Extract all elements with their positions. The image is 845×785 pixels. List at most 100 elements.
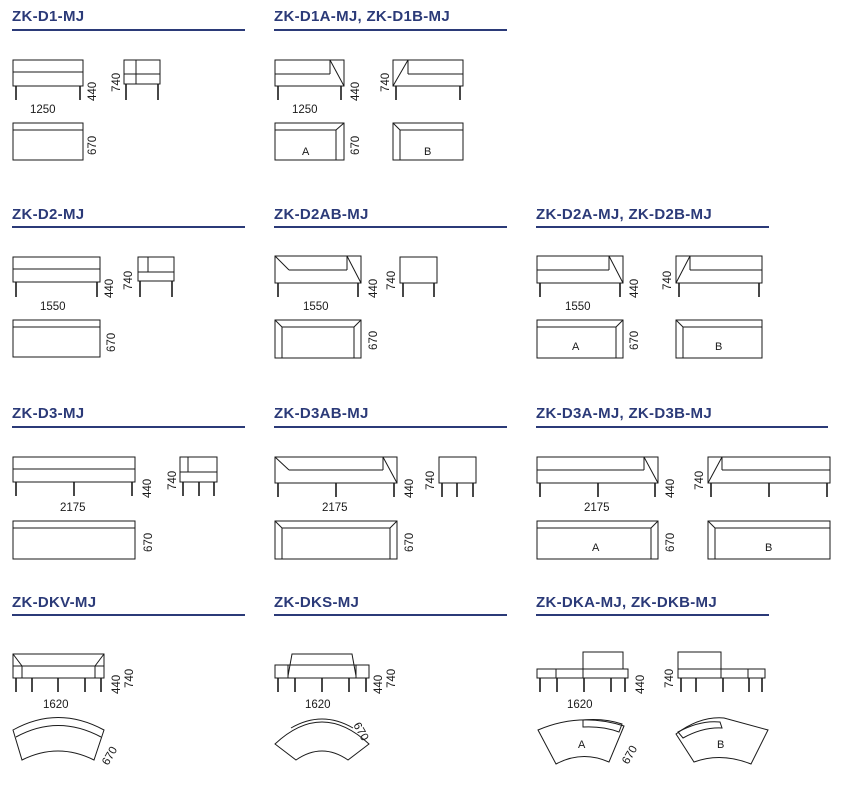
label-a: A bbox=[592, 542, 600, 554]
arm-line bbox=[274, 456, 290, 471]
bench-side-view bbox=[123, 59, 161, 85]
title-zk-dka-dkb: ZK-DKA-MJ, ZK-DKB-MJ bbox=[536, 594, 717, 611]
dim-width: 1250 bbox=[30, 104, 56, 116]
title-zk-dkv: ZK-DKV-MJ bbox=[12, 594, 97, 611]
bench-front-view bbox=[274, 255, 362, 284]
dim-back-height: 740 bbox=[124, 669, 136, 688]
dim-height: 440 bbox=[368, 279, 380, 298]
bench-a-top-view bbox=[536, 520, 659, 560]
title-zk-d2a-d2b: ZK-D2A-MJ, ZK-D2B-MJ bbox=[536, 206, 712, 223]
dim-depth: 670 bbox=[665, 533, 677, 552]
dim-width: 1620 bbox=[305, 699, 331, 711]
backrest bbox=[582, 651, 624, 670]
bench-side-view bbox=[438, 456, 477, 484]
bench-top-view bbox=[274, 319, 362, 359]
dim-height: 440 bbox=[350, 82, 362, 101]
title-rule bbox=[274, 614, 507, 616]
arm-line bbox=[382, 456, 398, 484]
drawing-zk-d3ab: 2175 440 740 670 bbox=[274, 456, 477, 560]
drawing-zk-d2ab: 1550 440 740 670 bbox=[274, 255, 438, 359]
dim-depth: 670 bbox=[404, 533, 416, 552]
drawing-zk-d2: 1550 440 740 670 bbox=[12, 256, 175, 358]
dim-width: 1550 bbox=[40, 301, 66, 313]
dim-back-height: 740 bbox=[694, 471, 706, 490]
corner-line bbox=[675, 319, 684, 328]
dim-back-height: 740 bbox=[380, 73, 392, 92]
dim-height: 440 bbox=[373, 675, 385, 694]
dim-back-height: 740 bbox=[386, 669, 398, 688]
bench-top-view bbox=[12, 122, 84, 161]
backrest bbox=[677, 651, 722, 670]
dim-width: 2175 bbox=[60, 502, 86, 514]
back-line bbox=[399, 129, 463, 160]
arm-line bbox=[643, 456, 659, 484]
bench-side-view bbox=[179, 456, 218, 483]
title-rule bbox=[12, 29, 245, 31]
dim-back-height: 740 bbox=[664, 669, 676, 688]
dim-height: 440 bbox=[404, 479, 416, 498]
dim-back-height: 740 bbox=[123, 271, 135, 290]
arm-line bbox=[608, 255, 624, 284]
bench-a-top-view bbox=[536, 319, 624, 359]
arm-line bbox=[329, 59, 345, 87]
corner-line bbox=[274, 319, 283, 328]
label-b: B bbox=[717, 739, 724, 751]
bench-top-view bbox=[12, 319, 101, 358]
dim-back-height: 740 bbox=[111, 73, 123, 92]
label-b: B bbox=[715, 341, 722, 353]
bench-top-view bbox=[12, 520, 136, 560]
title-zk-d3a-d3b: ZK-D3A-MJ, ZK-D3B-MJ bbox=[536, 405, 712, 422]
corner-line bbox=[335, 122, 345, 131]
bench-side-view bbox=[137, 256, 175, 282]
bench-a-top-view bbox=[537, 719, 625, 765]
dim-height: 440 bbox=[104, 279, 116, 298]
title-rule bbox=[536, 226, 769, 228]
dim-back-height: 740 bbox=[425, 471, 437, 490]
bench-side-view bbox=[399, 256, 438, 284]
arm-line bbox=[12, 653, 23, 667]
title-zk-d2: ZK-D2-MJ bbox=[12, 206, 85, 223]
arm-line bbox=[346, 255, 362, 284]
bench-top-view bbox=[12, 717, 105, 761]
back-line bbox=[281, 326, 355, 358]
title-zk-d1: ZK-D1-MJ bbox=[12, 8, 85, 25]
bench-b-top-view bbox=[675, 319, 763, 359]
dim-width: 2175 bbox=[584, 502, 610, 514]
dim-depth: 670 bbox=[100, 745, 120, 768]
title-zk-d2ab: ZK-D2AB-MJ bbox=[274, 206, 369, 223]
corner-line bbox=[707, 520, 716, 529]
title-rule bbox=[536, 426, 828, 428]
corner-line bbox=[274, 520, 283, 529]
title-rule bbox=[12, 226, 245, 228]
label-a: A bbox=[302, 146, 310, 158]
dim-depth: 670 bbox=[368, 331, 380, 350]
arm-line bbox=[675, 255, 691, 284]
dim-width: 1620 bbox=[43, 699, 69, 711]
label-a: A bbox=[572, 341, 580, 353]
corner-line bbox=[392, 122, 401, 131]
arm-line bbox=[274, 255, 290, 271]
title-rule bbox=[274, 426, 507, 428]
back-line bbox=[281, 527, 391, 559]
dim-depth: 670 bbox=[106, 333, 118, 352]
back-line bbox=[290, 718, 354, 729]
dim-depth: 670 bbox=[350, 136, 362, 155]
back-line bbox=[15, 725, 102, 738]
dim-height: 440 bbox=[635, 675, 647, 694]
title-rule bbox=[536, 614, 769, 616]
back-line bbox=[682, 326, 762, 358]
corner-line bbox=[353, 319, 362, 328]
drawing-zk-d1: 1250 440 740 670 bbox=[12, 59, 161, 161]
title-rule bbox=[274, 29, 507, 31]
back-line bbox=[677, 721, 723, 739]
label-b: B bbox=[424, 146, 431, 158]
dim-width: 1550 bbox=[565, 301, 591, 313]
drawing-zk-dks: 1620 440 740 670 bbox=[274, 653, 398, 761]
back-line bbox=[714, 527, 830, 559]
bench-a-top-view bbox=[274, 122, 345, 161]
dim-height: 440 bbox=[629, 279, 641, 298]
drawing-zk-d2a-d2b: 1550 440 740 A 670 B bbox=[536, 255, 763, 359]
arm-line bbox=[94, 653, 105, 667]
dim-height: 440 bbox=[142, 479, 154, 498]
